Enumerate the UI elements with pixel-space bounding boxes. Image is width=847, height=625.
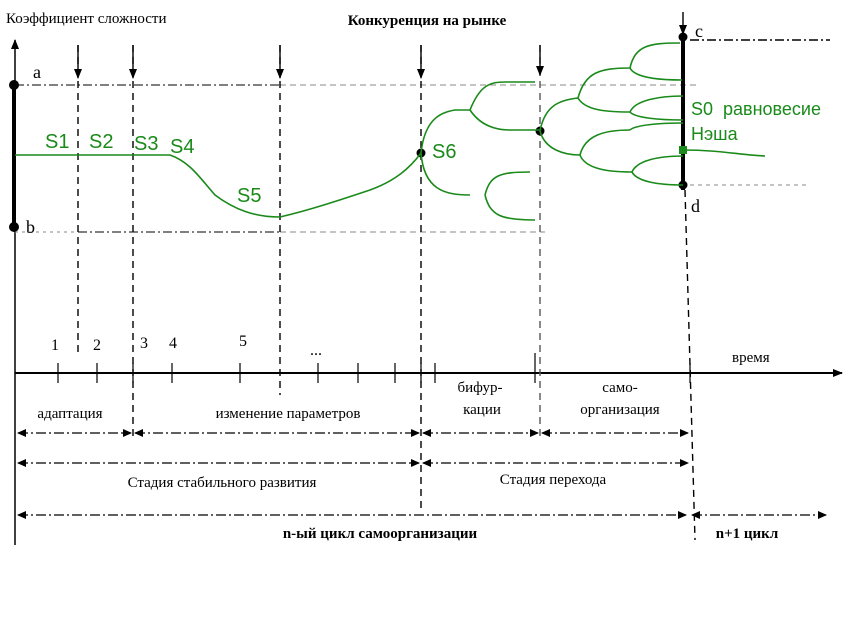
x-axis-ticks bbox=[57, 353, 691, 383]
state-s1: S1 bbox=[45, 131, 69, 153]
tick-1: 1 bbox=[51, 337, 59, 354]
tick-labels: 1 2 3 4 5 ... bbox=[51, 333, 322, 359]
y-axis-label: Коэффициент сложности bbox=[6, 11, 167, 27]
tick-4: 4 bbox=[169, 335, 177, 352]
point-b-label: b bbox=[26, 217, 35, 237]
phase-adaptation: адаптация bbox=[37, 406, 102, 422]
state-s2: S2 bbox=[89, 131, 113, 153]
phase-parameter-change: изменение параметров bbox=[216, 406, 361, 422]
stage-stable: Стадия стабильного развития bbox=[128, 475, 317, 491]
state-labels: S1 S2 S3 S4 S5 S6 bbox=[45, 131, 456, 207]
curve-nodes bbox=[679, 146, 687, 154]
evolution-curve bbox=[15, 42, 766, 221]
phase-labels: адаптация изменение параметров бифур- ка… bbox=[37, 380, 659, 422]
x-axis-label: время bbox=[732, 350, 770, 366]
tick-3: 3 bbox=[140, 335, 148, 352]
state-s4: S4 bbox=[170, 136, 194, 158]
stage-transition: Стадия перехода bbox=[500, 472, 607, 488]
phase-selforg-1: само- bbox=[602, 380, 638, 396]
phase-markers bbox=[74, 12, 696, 541]
state-s3: S3 bbox=[134, 133, 158, 155]
point-c-label: c bbox=[695, 21, 703, 41]
tick-5: 5 bbox=[239, 333, 247, 350]
cycle-current: n-ый цикл самоорганизации bbox=[283, 526, 478, 542]
phase-bifurcations-1: бифур- bbox=[458, 380, 503, 396]
cycle-next: n+1 цикл bbox=[716, 526, 779, 542]
point-d-label: d bbox=[691, 196, 700, 216]
diagram-title: Конкуренция на рынке bbox=[348, 13, 507, 29]
state-s6: S6 bbox=[432, 141, 456, 163]
point-a-label: a bbox=[33, 62, 41, 82]
tick-2: 2 bbox=[93, 337, 101, 354]
equilibrium-label: S0 равновесие bbox=[691, 99, 821, 119]
tick-ellipsis: ... bbox=[310, 342, 322, 359]
equilibrium-label-nash: Нэша bbox=[691, 124, 739, 144]
span-arrows bbox=[17, 429, 827, 519]
phase-selforg-2: организация bbox=[580, 402, 660, 418]
state-s5: S5 bbox=[237, 185, 261, 207]
phase-bifurcations-2: кации bbox=[463, 402, 501, 418]
